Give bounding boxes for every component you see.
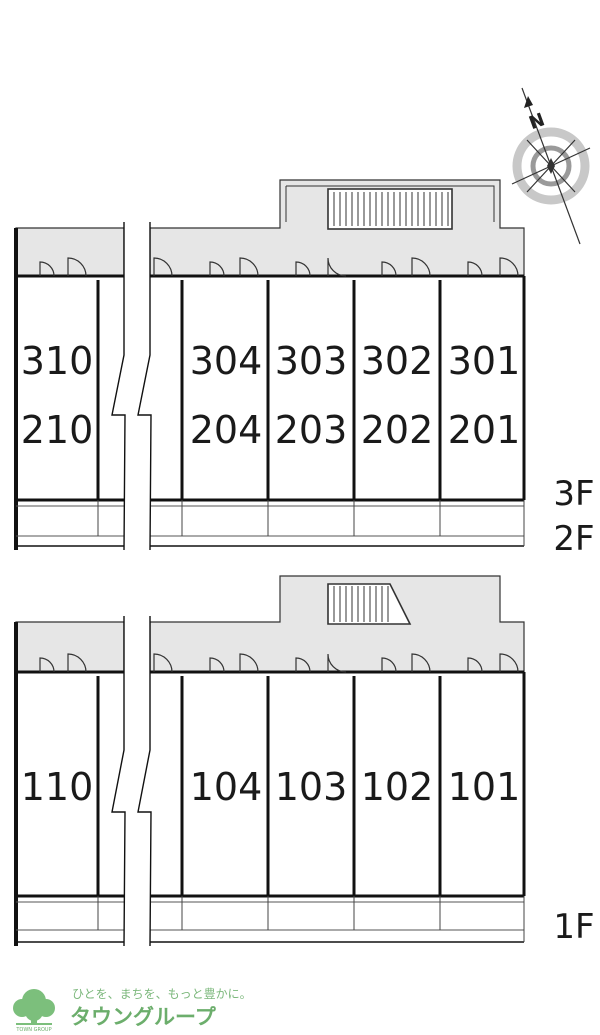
compass-icon: N	[511, 87, 591, 245]
unit-label-203: 203	[275, 408, 348, 452]
door-icons	[39, 653, 519, 673]
floor-label-2f: 2F	[553, 519, 594, 559]
unit-label-204: 204	[190, 408, 263, 452]
upper-unit-labels: 310 210 304 204 303 203 302 202 301 201	[21, 339, 521, 452]
unit-label-201: 201	[448, 408, 521, 452]
floor-label-1f: 1F	[553, 907, 594, 947]
stair-icon	[327, 583, 412, 625]
unit-label-101: 101	[448, 765, 521, 809]
unit-label-210: 210	[21, 408, 94, 452]
town-group-logo: TOWN GROUP ひとを、まちを、もっと豊かに。 タウングループ	[13, 987, 252, 1033]
upper-floor-plan	[14, 179, 526, 555]
unit-label-310: 310	[21, 339, 94, 383]
logo-brand: タウングループ	[70, 1005, 217, 1029]
unit-label-103: 103	[275, 765, 348, 809]
lower-floor-plan	[14, 575, 526, 950]
north-label: N	[526, 109, 547, 134]
door-icons	[39, 257, 519, 277]
unit-label-202: 202	[361, 408, 434, 452]
unit-label-302: 302	[361, 339, 434, 383]
logo-tagline: ひとを、まちを、もっと豊かに。	[72, 987, 252, 1001]
stair-icon	[327, 188, 453, 230]
unit-label-301: 301	[448, 339, 521, 383]
unit-label-104: 104	[190, 765, 263, 809]
logo-english: TOWN GROUP	[15, 1027, 51, 1033]
tree-logo-icon	[13, 989, 55, 1025]
lower-unit-labels: 110 104 103 102 101	[21, 765, 521, 809]
unit-label-303: 303	[275, 339, 348, 383]
unit-label-304: 304	[190, 339, 263, 383]
unit-label-110: 110	[21, 765, 94, 809]
floor-label-3f: 3F	[553, 474, 594, 514]
unit-label-102: 102	[361, 765, 434, 809]
